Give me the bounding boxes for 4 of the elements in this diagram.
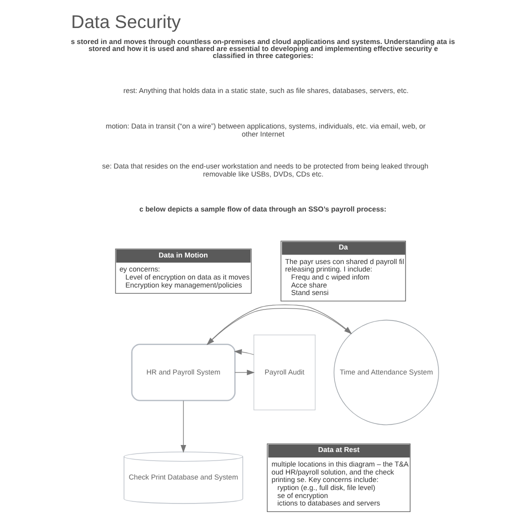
arrow <box>233 349 254 355</box>
arrow <box>180 400 186 453</box>
diagram-title: Data Security <box>70 10 180 32</box>
arrow <box>234 370 254 376</box>
